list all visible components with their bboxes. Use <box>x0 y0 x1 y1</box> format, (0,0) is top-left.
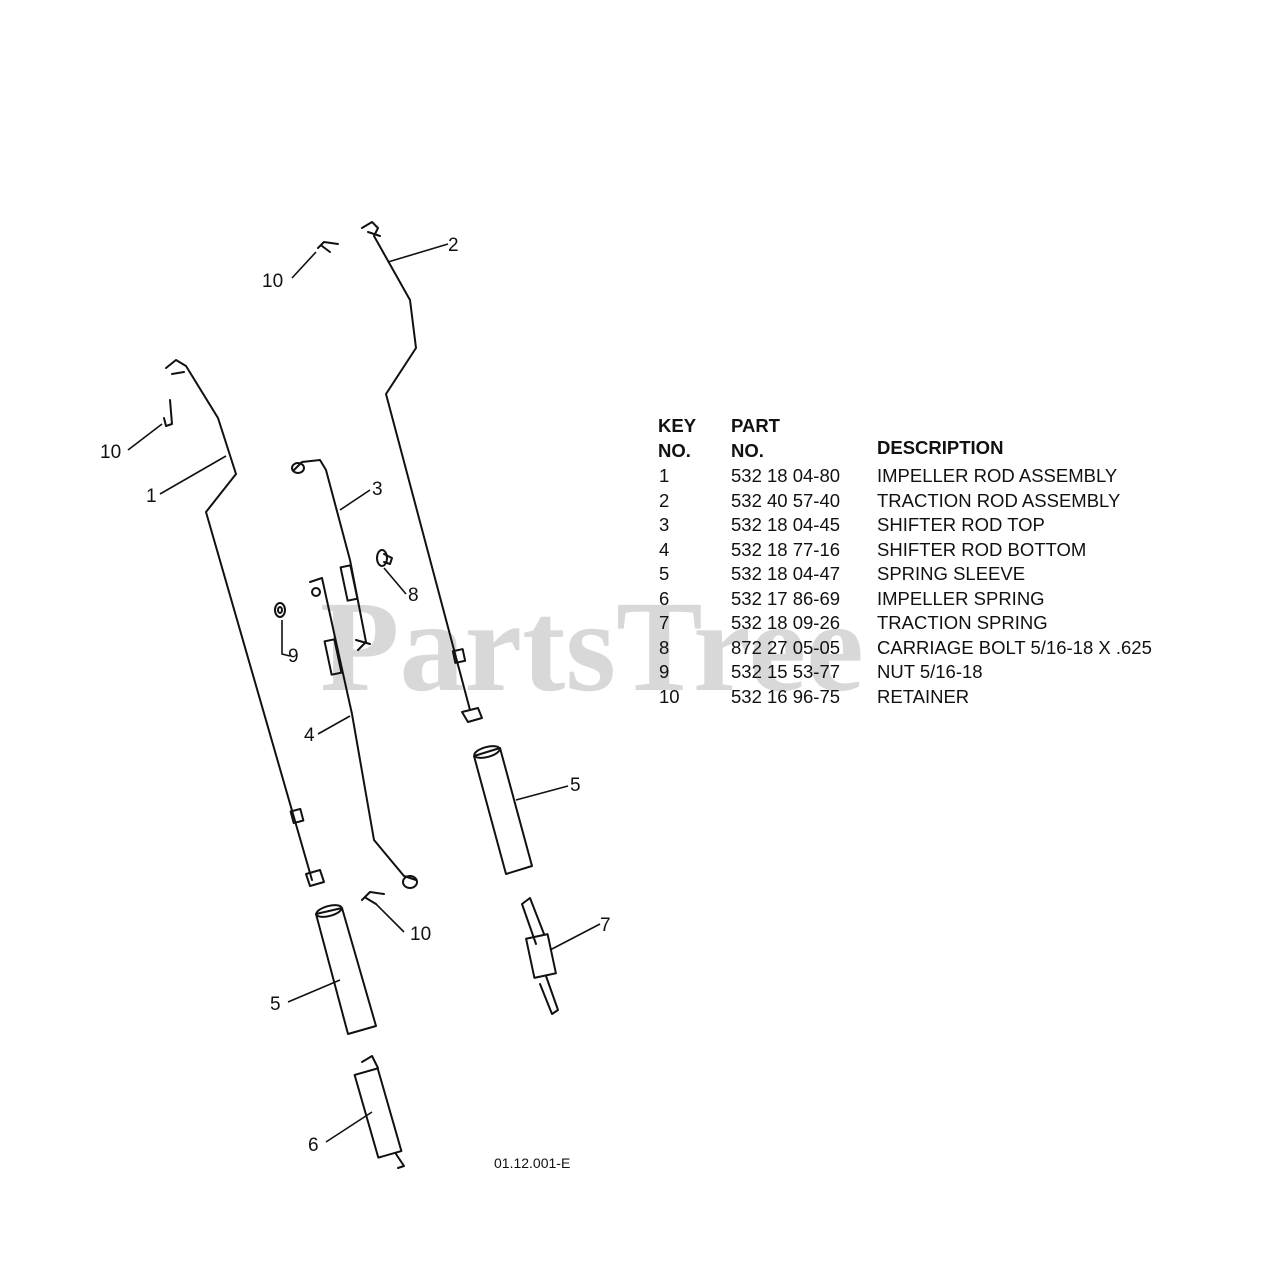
header-key: KEY NO. <box>658 414 728 463</box>
row-part-number: 532 18 77-16 <box>731 538 841 560</box>
row-key: 5 <box>659 563 670 584</box>
spring-sleeve-left <box>315 904 377 1035</box>
retainer-bottom <box>361 891 385 905</box>
row-part-number: 532 18 04-47 <box>731 563 841 584</box>
callout-8: 8 <box>408 585 419 606</box>
callout-10-top: 10 <box>262 271 283 292</box>
row-key: 7 <box>659 612 670 633</box>
row-part-number: 872 27 05-05 <box>731 636 841 658</box>
row-description: RETAINER <box>877 685 970 707</box>
callout-3: 3 <box>372 479 383 500</box>
callout-10-left: 10 <box>100 442 121 463</box>
leader-lines <box>127 243 601 1143</box>
row-key: 6 <box>659 587 670 609</box>
impeller-spring <box>353 1055 405 1169</box>
row-part-number: 532 15 53-77 <box>731 661 841 682</box>
row-part-number: 532 40 57-40 <box>731 489 841 511</box>
watermark: PartsTree <box>320 575 864 719</box>
callout-7: 7 <box>600 915 611 936</box>
row-key: 4 <box>659 538 670 560</box>
header-part-line2: NO. <box>731 439 764 461</box>
diagram-code: 01.12.001-E <box>494 1155 570 1171</box>
traction-rod-assembly <box>361 221 483 723</box>
row-key: 9 <box>659 661 670 682</box>
row-description: TRACTION ROD ASSEMBLY <box>877 489 1121 511</box>
callout-10-bottom: 10 <box>410 924 431 945</box>
callout-6: 6 <box>308 1135 319 1156</box>
row-description: IMPELLER SPRING <box>877 587 1045 609</box>
row-part-number: 532 17 86-69 <box>731 587 841 609</box>
retainer-top <box>317 241 339 253</box>
header-key-line1: KEY <box>658 415 697 436</box>
callout-4: 4 <box>304 725 315 746</box>
callout-5-left: 5 <box>270 994 281 1015</box>
row-description: NUT 5/16-18 <box>877 661 983 682</box>
header-part-line1: PART <box>731 415 780 436</box>
retainer-left <box>163 399 173 427</box>
callout-1: 1 <box>146 486 157 507</box>
callout-5-right: 5 <box>570 775 581 796</box>
row-description: SHIFTER ROD BOTTOM <box>877 538 1087 560</box>
row-description: CARRIAGE BOLT 5/16-18 X .625 <box>877 636 1152 658</box>
row-description: TRACTION SPRING <box>877 612 1048 633</box>
row-part-number: 532 18 04-80 <box>731 465 841 486</box>
row-part-number: 532 18 09-26 <box>731 612 841 633</box>
nut <box>274 602 286 618</box>
row-key: 1 <box>659 465 670 486</box>
header-key-line2: NO. <box>658 439 691 461</box>
traction-spring <box>521 897 559 1015</box>
header-description: DESCRIPTION <box>877 437 1004 458</box>
callout-9: 9 <box>288 646 299 667</box>
row-description: SHIFTER ROD TOP <box>877 514 1045 535</box>
row-description: IMPELLER ROD ASSEMBLY <box>877 465 1118 486</box>
row-part-number: 532 18 04-45 <box>731 514 841 535</box>
row-key: 8 <box>659 636 670 658</box>
shifter-rod-top <box>291 459 371 651</box>
row-key: 2 <box>659 489 670 511</box>
row-description: SPRING SLEEVE <box>877 563 1026 584</box>
callout-2: 2 <box>448 235 459 256</box>
row-part-number: 532 16 96-75 <box>731 685 841 707</box>
impeller-rod-assembly <box>165 359 325 887</box>
header-part: PART NO. <box>731 414 851 463</box>
row-key: 10 <box>659 685 680 707</box>
row-key: 3 <box>659 514 670 535</box>
shifter-rod-bottom <box>309 577 418 889</box>
spring-sleeve-right <box>473 745 533 875</box>
carriage-bolt <box>376 549 393 567</box>
